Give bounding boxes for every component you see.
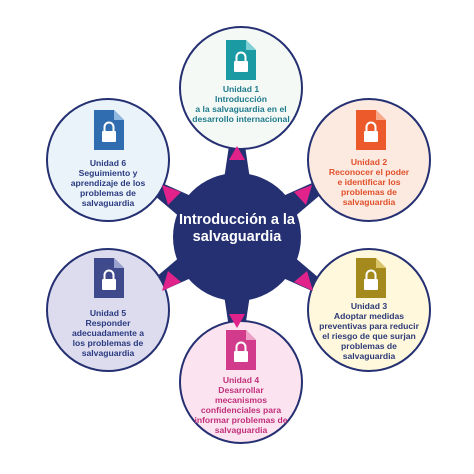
node-label-unidad-6: Unidad 6 Seguimiento y aprendizaje de lo… bbox=[70, 158, 146, 208]
node-circle bbox=[307, 98, 431, 222]
central-circle bbox=[173, 173, 301, 301]
pointer-triangle bbox=[162, 271, 181, 291]
node-label-unidad-1: Unidad 1 Introducción a la salvaguardia … bbox=[192, 84, 290, 124]
pointer-triangle bbox=[294, 271, 313, 291]
node-circle bbox=[46, 248, 170, 372]
node-unidad-1 bbox=[179, 26, 303, 150]
pointer-triangle bbox=[162, 185, 181, 205]
center-title: Introducción a la salvaguardia bbox=[178, 212, 295, 245]
node-circle bbox=[179, 26, 303, 150]
node-unidad-3 bbox=[307, 248, 431, 372]
node-label-unidad-4: Unidad 4 Desarrollar mecanismos confiden… bbox=[194, 375, 288, 435]
node-label-unidad-5: Unidad 5 Responder adecuadamente a los p… bbox=[71, 308, 145, 358]
pointer-triangle bbox=[229, 314, 245, 328]
lock-document-icon bbox=[226, 330, 256, 370]
node-label-unidad-2: Unidad 2 Reconocer el poder e identifica… bbox=[328, 157, 410, 207]
node-unidad-6 bbox=[46, 98, 170, 222]
node-unidad-2 bbox=[307, 98, 431, 222]
lock-document-icon bbox=[94, 258, 124, 298]
node-unidad-5 bbox=[46, 248, 170, 372]
node-label-unidad-3: Unidad 3 Adoptar medidas preventivas par… bbox=[319, 301, 419, 361]
lock-document-icon bbox=[226, 40, 256, 80]
pointer-triangle bbox=[229, 146, 245, 160]
pointers bbox=[162, 146, 313, 328]
lock-document-icon bbox=[356, 258, 386, 298]
pointer-triangle bbox=[294, 185, 312, 205]
node-circle bbox=[307, 248, 431, 372]
lock-document-icon bbox=[94, 110, 124, 150]
node-circle bbox=[46, 98, 170, 222]
lock-document-icon bbox=[356, 110, 386, 150]
